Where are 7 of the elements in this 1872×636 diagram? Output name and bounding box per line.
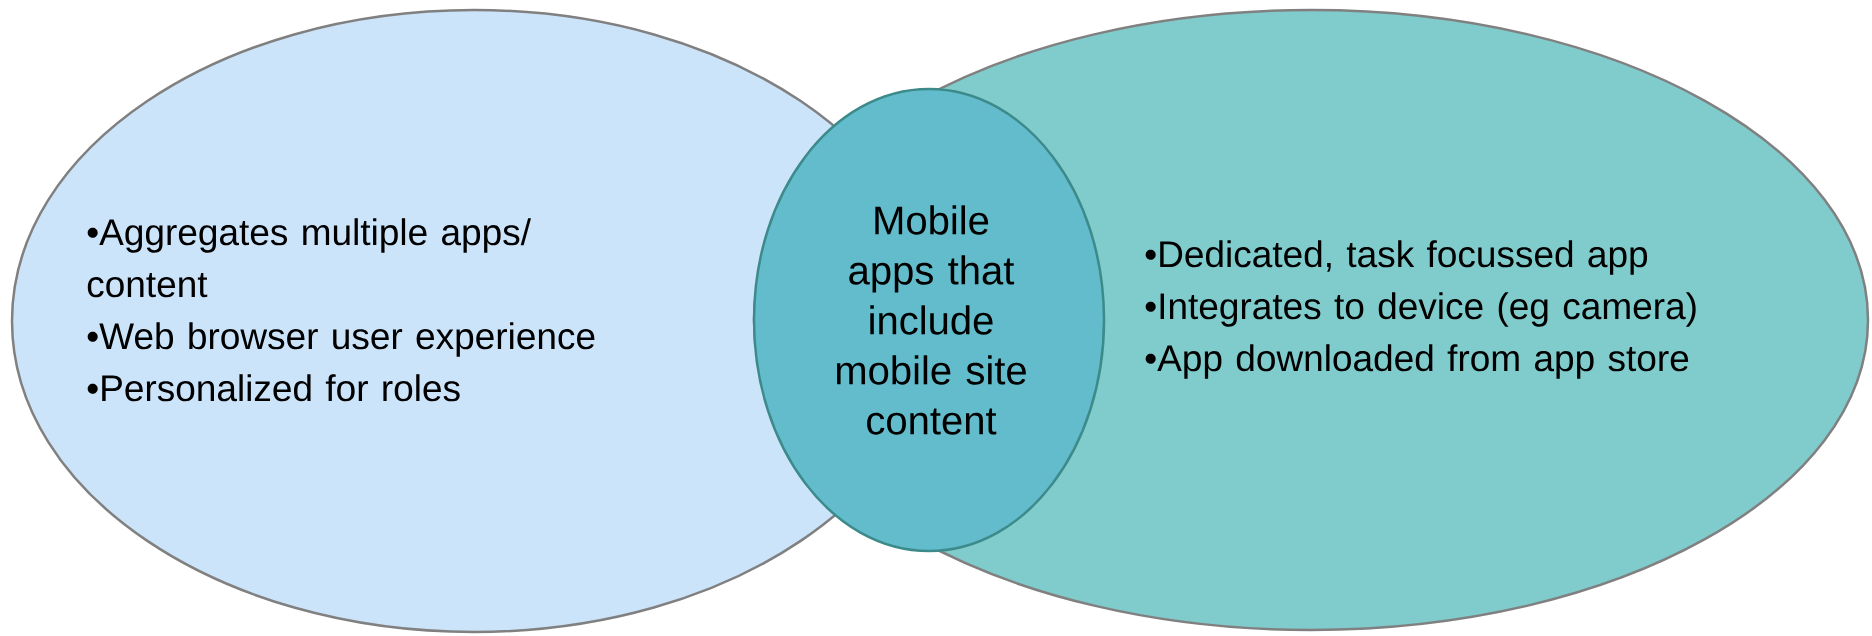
bullet-text: •Integrates to device (eg camera): [1145, 292, 1696, 327]
bullet-text: •Aggregates multiple apps/ content: [87, 218, 531, 298]
node-text: Mobile apps that include mobile site content: [836, 205, 1026, 435]
bullet-text: •App downloaded from app store: [1145, 344, 1689, 379]
bullet-text: •Dedicated, task focussed app: [1145, 240, 1648, 275]
bullet-text: •Personalized for roles: [87, 374, 460, 402]
bullet-text: •Web browser user experience: [87, 322, 595, 357]
